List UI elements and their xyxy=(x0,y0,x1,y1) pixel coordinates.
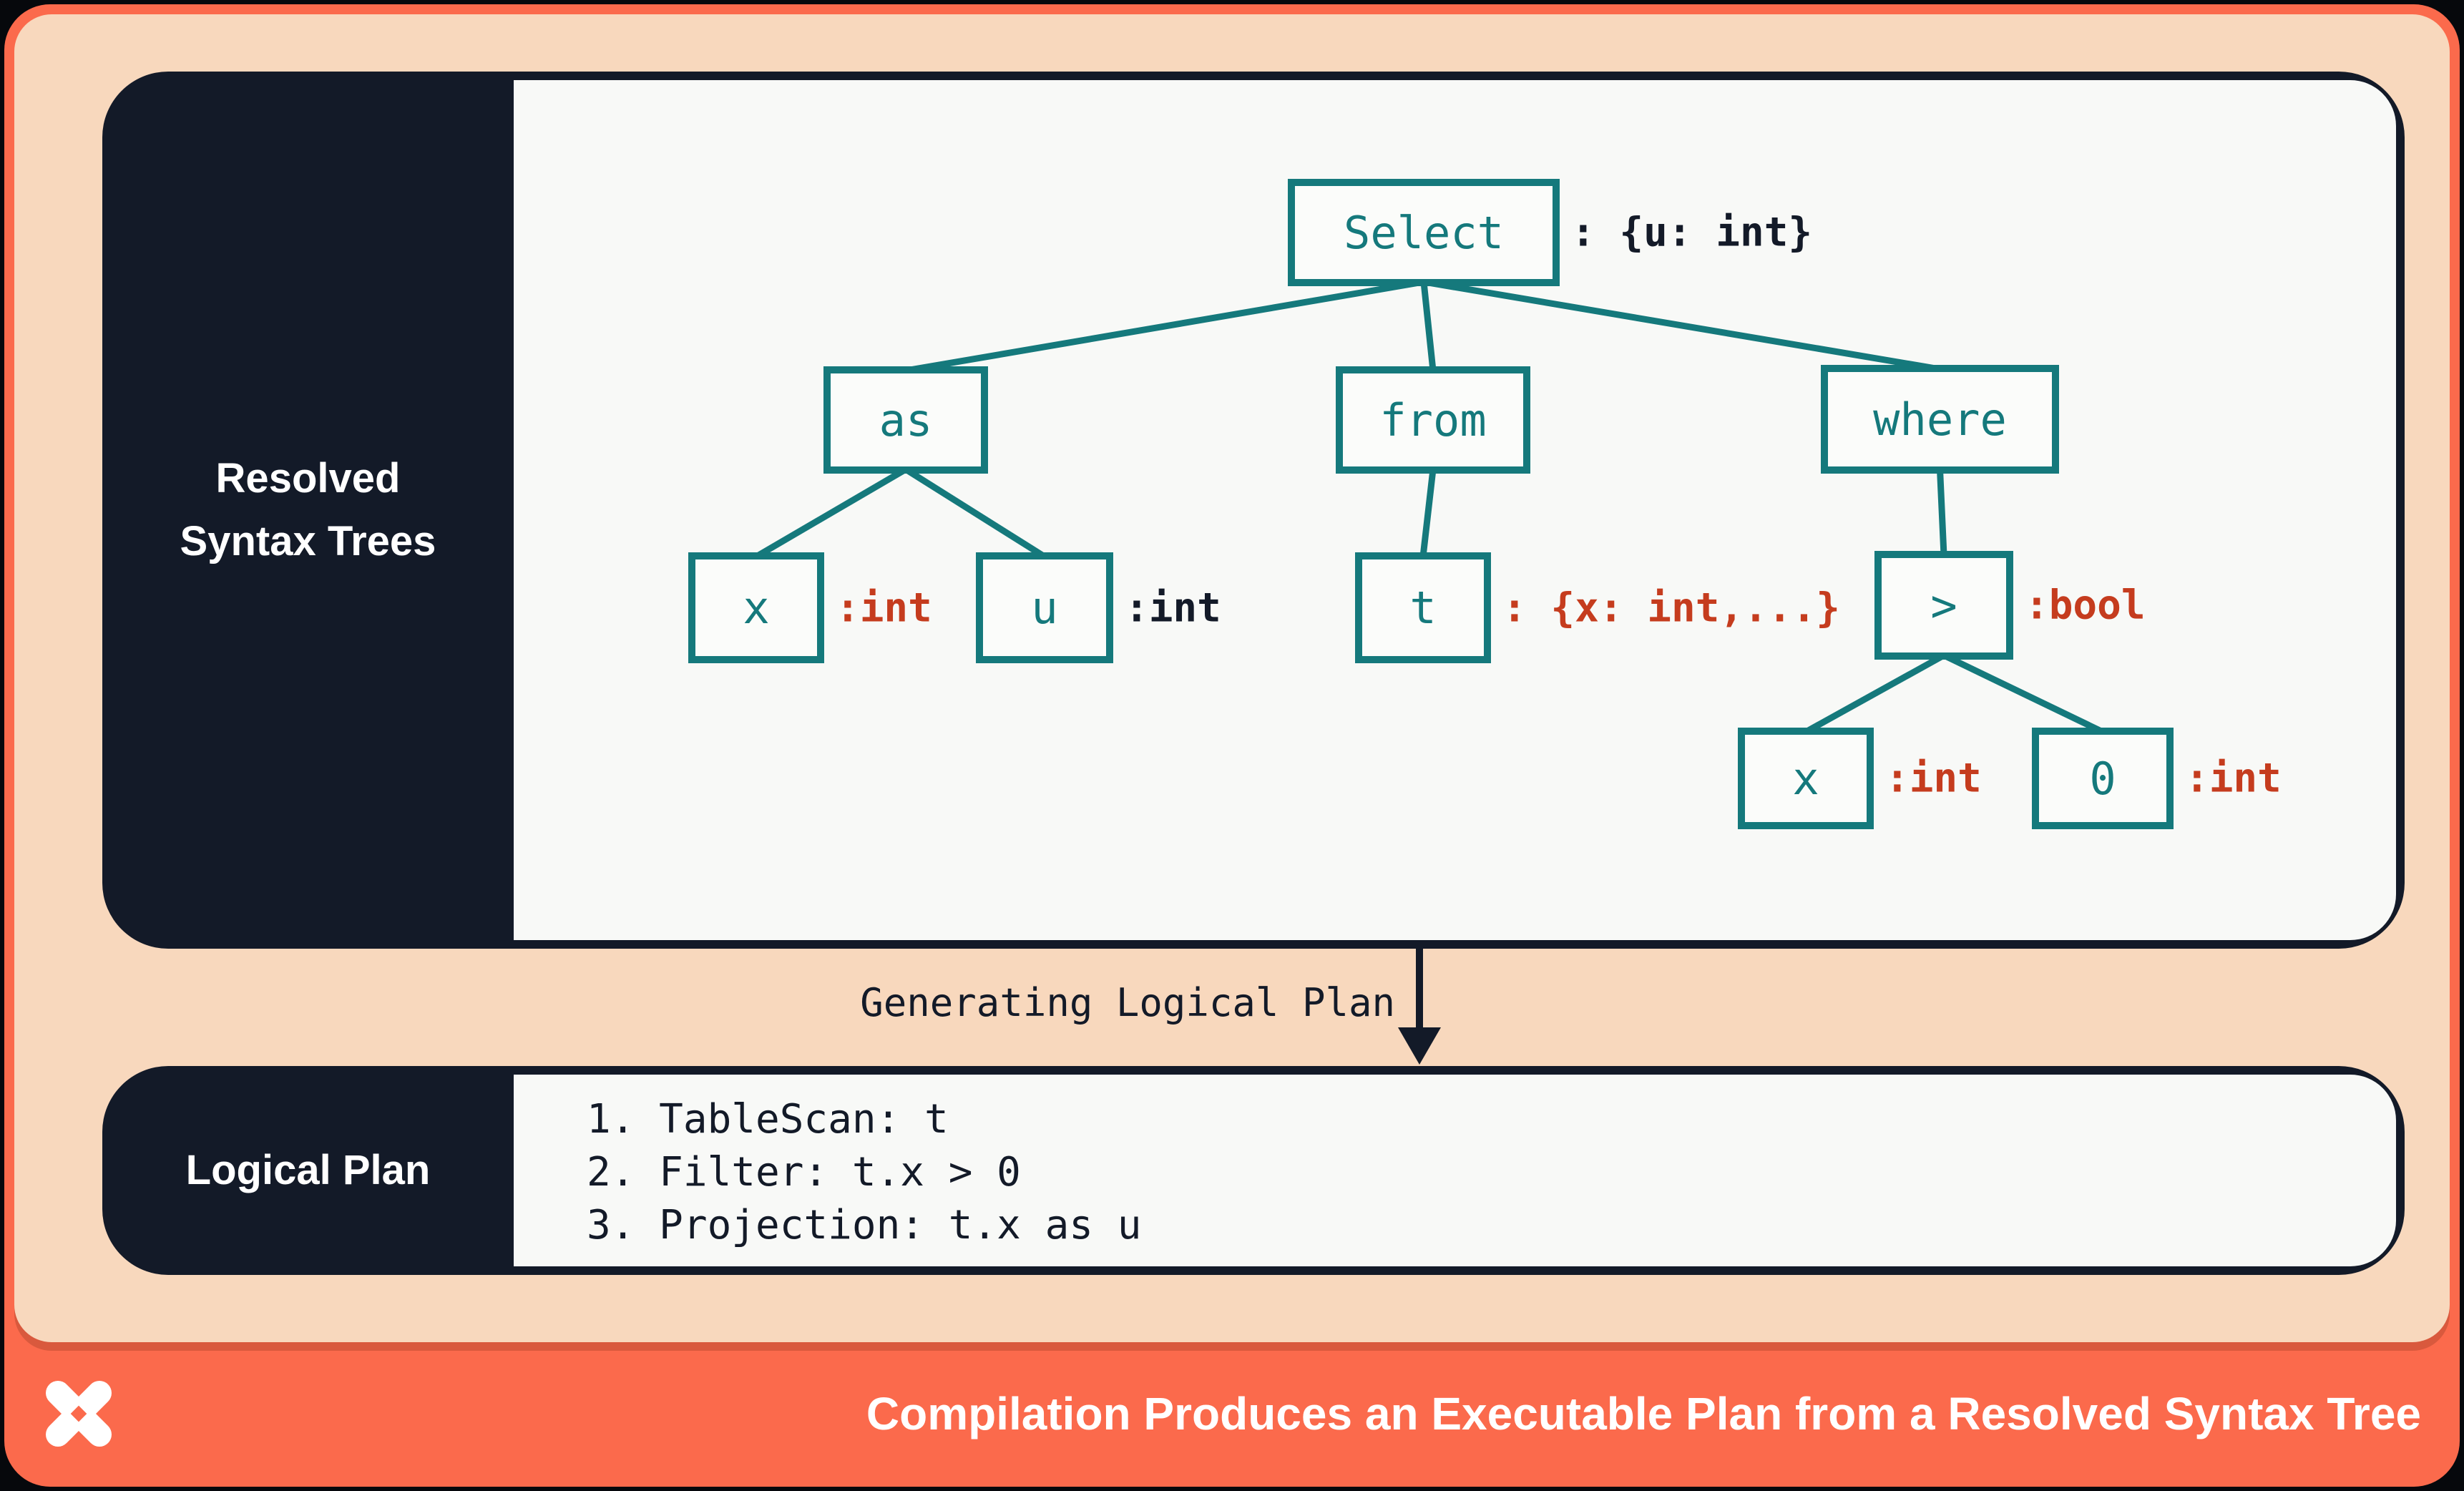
syntax-panel-sidebar: Resolved Syntax Trees xyxy=(102,72,514,949)
down-arrow-icon xyxy=(1416,949,1423,1032)
syntax-panel-title: Resolved Syntax Trees xyxy=(180,447,436,573)
footer-bar: Compilation Produces an Executable Plan … xyxy=(19,1342,2445,1485)
transition-label: Generating Logical Plan xyxy=(860,980,1395,1025)
syntax-tree-area xyxy=(514,80,2396,940)
logical-plan-step: 3. Projection: t.x as u xyxy=(587,1202,1142,1248)
resolved-syntax-trees-panel: Resolved Syntax Trees xyxy=(102,72,2405,949)
syntax-panel-title-line2: Syntax Trees xyxy=(180,518,436,564)
brand-logo-icon xyxy=(46,1381,112,1447)
logical-plan-step: 2. Filter: t.x > 0 xyxy=(587,1149,1021,1196)
logical-panel-sidebar: Logical Plan xyxy=(102,1066,514,1275)
down-arrow-head-icon xyxy=(1398,1027,1441,1065)
logical-plan-step: 1. TableScan: t xyxy=(587,1096,949,1143)
logical-plan-area: 1. TableScan: t 2. Filter: t.x > 0 3. Pr… xyxy=(514,1075,2396,1266)
syntax-panel-title-line1: Resolved xyxy=(215,455,401,502)
logical-plan-steps: 1. TableScan: t 2. Filter: t.x > 0 3. Pr… xyxy=(514,1075,2396,1252)
logical-plan-panel: Logical Plan 1. TableScan: t 2. Filter: … xyxy=(102,1066,2405,1275)
footer-title: Compilation Produces an Executable Plan … xyxy=(866,1388,2421,1439)
logical-panel-title: Logical Plan xyxy=(185,1147,431,1193)
